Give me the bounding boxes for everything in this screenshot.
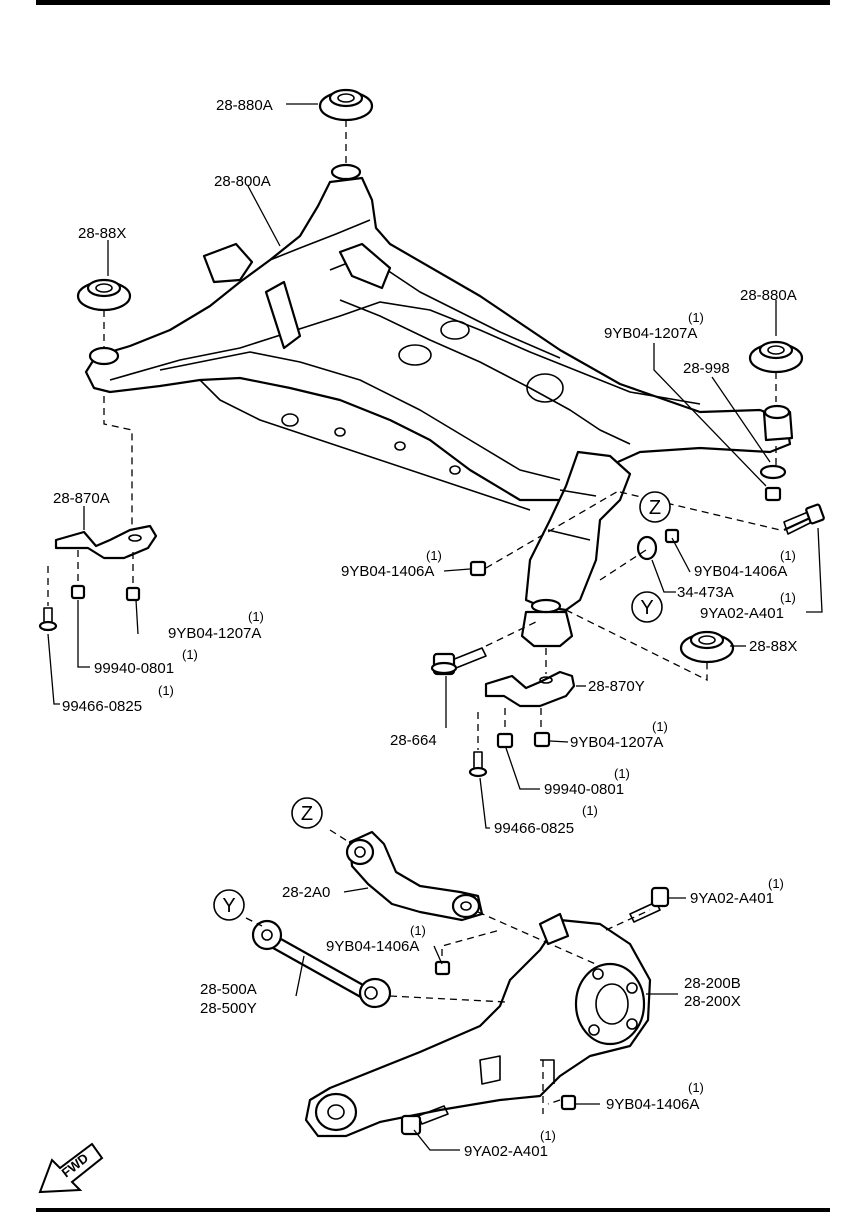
callout-qty: (1) (248, 609, 264, 624)
callout-28-800A: 28-800A (214, 173, 271, 190)
nut-9YB04-1406A-bottom (560, 1094, 577, 1111)
callout-9YB04-1207A-right: 9YB04-1207A (604, 325, 697, 342)
ref-circle-z-upper: Z (639, 491, 671, 523)
callout-qty: (1) (158, 683, 174, 698)
callout-28-870A: 28-870A (53, 490, 110, 507)
callout-99940-0801-lower: 99940-0801 (544, 781, 624, 798)
callout-9YB04-1207A-left: 9YB04-1207A (168, 625, 261, 642)
mount-28-880A-right (748, 340, 804, 374)
callout-28-500Y: 28-500Y (200, 1000, 257, 1017)
svg-text:Z: Z (301, 803, 313, 825)
fwd-arrow-icon: FWD (38, 1142, 104, 1194)
nut-9YB04-1406A-knuckle (434, 960, 451, 976)
callout-99466-0825-lower: 99466-0825 (494, 820, 574, 837)
bracket-28-870Y (468, 670, 576, 778)
ref-circle-y-lower: Y (213, 889, 245, 921)
callout-labels: 28-880A 28-800A 28-88X 28-880A (1) 9YB04… (53, 97, 797, 1160)
callout-28-500A: 28-500A (200, 981, 257, 998)
callout-qty: (1) (614, 766, 630, 781)
callout-34-473A: 34-473A (677, 584, 734, 601)
washer-28-998 (759, 464, 787, 480)
callout-qty: (1) (780, 590, 796, 605)
callout-28-200X: 28-200X (684, 993, 741, 1010)
washer-34-473A (636, 535, 658, 561)
callout-28-664: 28-664 (390, 732, 437, 749)
callout-qty: (1) (688, 1080, 704, 1095)
callout-qty: (1) (768, 876, 784, 891)
callout-qty: (1) (182, 647, 198, 662)
svg-text:Y: Y (222, 895, 235, 917)
callout-28-200B: 28-200B (684, 975, 741, 992)
callout-9YB04-1406A-bottom: 9YB04-1406A (606, 1096, 699, 1113)
ref-circle-y-upper: Y (631, 591, 663, 623)
bracket-28-870A (38, 524, 158, 632)
callout-9YB04-1406A-a: 9YB04-1406A (341, 563, 434, 580)
svg-text:Z: Z (649, 497, 661, 519)
nut-9YB04-1207A-right (764, 486, 782, 502)
callout-99940-0801-left: 99940-0801 (94, 660, 174, 677)
rear-subframe (84, 163, 794, 648)
mount-28-880A-top (318, 88, 374, 122)
nut-9YB04-1406A-a (469, 560, 487, 577)
callout-9YA02-A401-upper: 9YA02-A401 (690, 890, 774, 907)
bolt-9YA02-A401-right (783, 503, 825, 535)
leader-lines (47, 103, 823, 1151)
bolt-9YA02-A401-bottom (400, 1105, 449, 1136)
callout-qty: (1) (410, 923, 426, 938)
ref-circle-z-lower: Z (291, 797, 323, 829)
mount-28-88X-right (679, 630, 735, 664)
mount-28-88X-left (76, 278, 132, 312)
trailing-arm-knuckle-28-200 (304, 912, 652, 1138)
callout-9YB04-1406A-knuckle: 9YB04-1406A (326, 938, 419, 955)
callout-9YB04-1207A-lower: 9YB04-1207A (570, 734, 663, 751)
callout-qty: (1) (652, 719, 668, 734)
callout-qty: (1) (582, 803, 598, 818)
callout-99466-0825-left: 99466-0825 (62, 698, 142, 715)
svg-text:Y: Y (640, 597, 653, 619)
assembly-lines (47, 120, 781, 1114)
callout-9YB04-1406A-b: 9YB04-1406A (694, 563, 787, 580)
callout-28-880A-right: 28-880A (740, 287, 797, 304)
callout-28-88X-left: 28-88X (78, 225, 126, 242)
callout-28-880A-top: 28-880A (216, 97, 273, 114)
callout-28-870Y: 28-870Y (588, 678, 645, 695)
callout-qty: (1) (688, 310, 704, 325)
callout-28-2A0: 28-2A0 (282, 884, 330, 901)
callout-28-998: 28-998 (683, 360, 730, 377)
callout-qty: (1) (540, 1128, 556, 1143)
callout-9YA02-A401-right: 9YA02-A401 (700, 605, 784, 622)
upper-arm-28-2A0 (345, 830, 484, 922)
callout-qty: (1) (780, 548, 796, 563)
callout-qty: (1) (426, 548, 442, 563)
callout-9YA02-A401-bottom: 9YA02-A401 (464, 1143, 548, 1160)
lower-arm-28-500 (251, 919, 392, 1009)
top-border (36, 0, 830, 5)
callout-28-88X-right: 28-88X (749, 638, 797, 655)
nut-9YB04-1406A-b (664, 528, 680, 544)
bolt-9YA02-A401-upper (629, 886, 670, 923)
bolt-28-664 (430, 647, 487, 676)
bottom-border (36, 1208, 830, 1212)
